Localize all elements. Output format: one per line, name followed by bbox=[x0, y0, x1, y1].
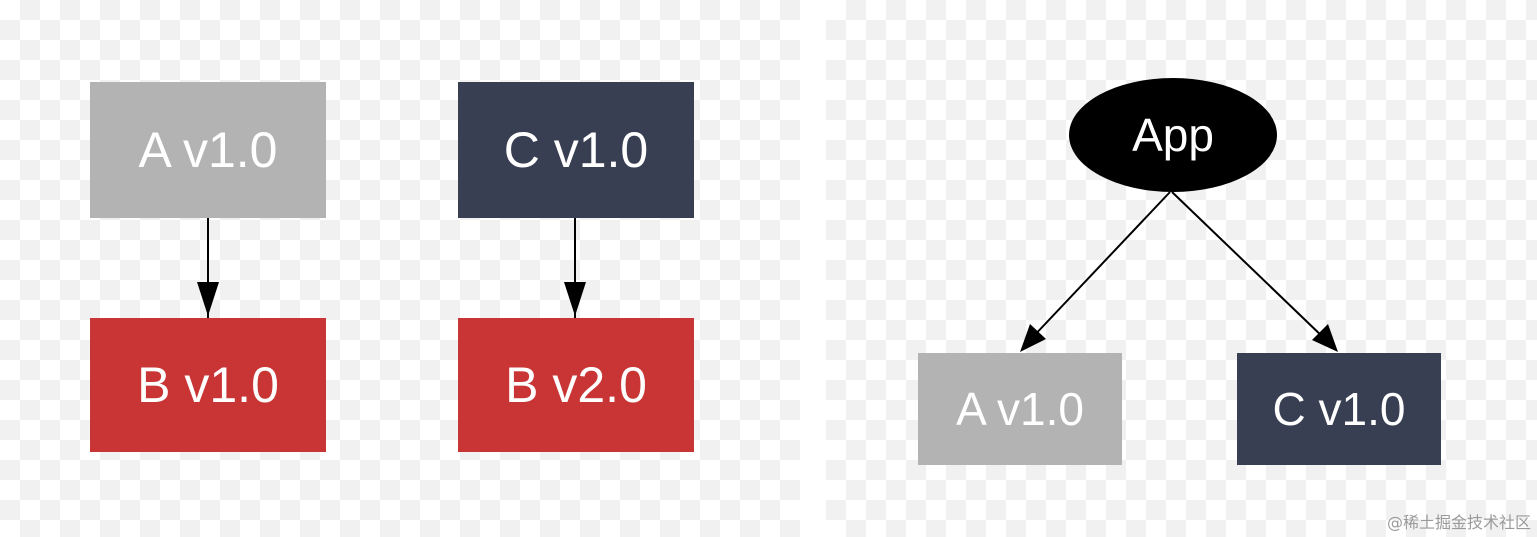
node-c-v1-right: C v1.0 bbox=[1237, 353, 1441, 465]
node-label: A v1.0 bbox=[956, 383, 1084, 435]
node-label: App bbox=[1132, 109, 1214, 161]
node-b-v2: B v2.0 bbox=[458, 318, 694, 452]
node-a-v1-right: A v1.0 bbox=[918, 353, 1122, 465]
node-label: C v1.0 bbox=[503, 122, 649, 178]
watermark: @稀土掘金技术社区 bbox=[1386, 513, 1531, 532]
node-app: App bbox=[1069, 78, 1277, 192]
node-a-v1-left: A v1.0 bbox=[90, 82, 326, 218]
node-label: B v2.0 bbox=[505, 357, 647, 413]
node-label: B v1.0 bbox=[137, 357, 279, 413]
node-b-v1: B v1.0 bbox=[90, 318, 326, 452]
left-diagram-panel bbox=[0, 0, 800, 537]
panel-divider bbox=[800, 0, 826, 537]
node-label: A v1.0 bbox=[138, 122, 278, 178]
node-c-v1-left: C v1.0 bbox=[458, 82, 694, 218]
node-label: C v1.0 bbox=[1272, 383, 1406, 435]
